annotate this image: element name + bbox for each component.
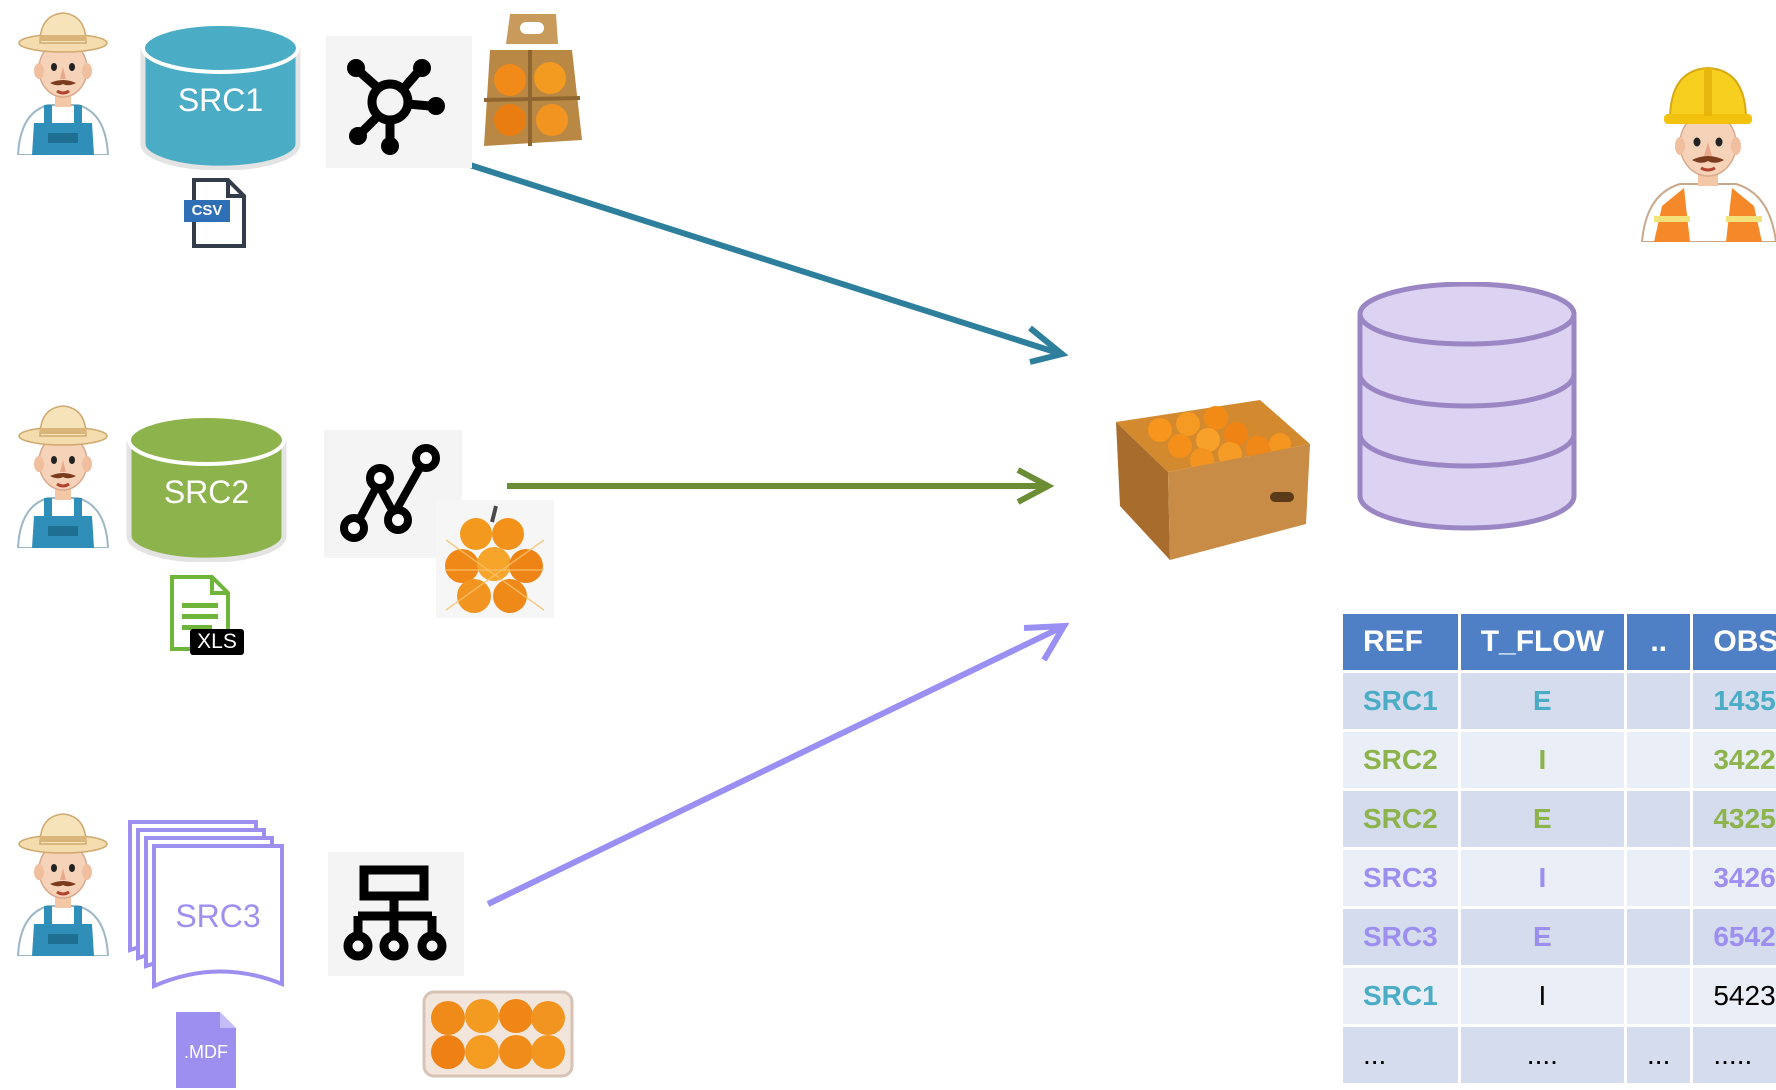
cell-value: 6542: [1693, 909, 1776, 965]
cell-value: 3422: [1693, 732, 1776, 788]
cell-ref: SRC2: [1343, 732, 1458, 788]
src1-database: SRC1: [138, 20, 303, 170]
table-row: SRC2 E 4325: [1343, 791, 1776, 847]
network-icon: [347, 59, 445, 155]
table-row: SRC3 E 6542: [1343, 909, 1776, 965]
cell-dots: [1627, 850, 1691, 906]
cell-dots: ...: [1627, 1027, 1691, 1083]
cell-dots: [1627, 732, 1691, 788]
header-obs-value: OBS_VA: [1693, 614, 1776, 670]
cell-flow: ....: [1460, 1027, 1625, 1083]
src3-arrow: [486, 622, 1070, 907]
cell-ref: SRC3: [1343, 850, 1458, 906]
observations-table: REF T_FLOW .. OBS_VA SRC1 E 1435 SRC2 I …: [1340, 611, 1776, 1086]
engineer-icon: [1640, 66, 1776, 242]
xls-file-icon: XLS: [168, 573, 244, 655]
cell-ref: SRC1: [1343, 673, 1458, 729]
src2-label: SRC2: [163, 474, 250, 510]
cell-flow: E: [1460, 673, 1625, 729]
src2-database: SRC2: [124, 412, 289, 562]
table-row: SRC1 I 5423: [1343, 968, 1776, 1024]
database-icon: [126, 414, 287, 562]
orange-tray-icon: [422, 990, 574, 1078]
table-row: SRC2 I 3422: [1343, 732, 1776, 788]
src3-label: SRC3: [175, 898, 261, 934]
table-row: ... .... ... .....: [1343, 1027, 1776, 1083]
cell-ref: SRC2: [1343, 791, 1458, 847]
orange-net-bag-icon: [436, 500, 554, 618]
graph-icon: [340, 444, 440, 542]
xls-badge: XLS: [197, 630, 237, 653]
src3-documents: SRC3: [126, 818, 286, 990]
cell-flow: I: [1460, 732, 1625, 788]
src1-arrow: [469, 162, 1069, 365]
cell-value: .....: [1693, 1027, 1776, 1083]
src1-label: SRC1: [177, 82, 264, 118]
farmer-icon: [16, 404, 110, 548]
table-row: SRC3 I 3426: [1343, 850, 1776, 906]
mdf-badge: .MDF: [184, 1042, 228, 1062]
cell-ref: SRC1: [1343, 968, 1458, 1024]
database-icon: [140, 22, 301, 170]
header-dots: ..: [1627, 614, 1691, 670]
cell-value: 3426: [1693, 850, 1776, 906]
orange-carrier-icon: [483, 14, 582, 146]
database-icon: [1357, 282, 1577, 531]
cell-flow: E: [1460, 791, 1625, 847]
csv-file-icon: CSV: [182, 176, 254, 250]
cell-flow: E: [1460, 909, 1625, 965]
cell-value: 4325: [1693, 791, 1776, 847]
table-header-row: REF T_FLOW .. OBS_VA: [1343, 614, 1776, 670]
orange-box-icon: [1116, 400, 1310, 560]
cell-flow: I: [1460, 850, 1625, 906]
cell-value: 5423: [1693, 968, 1776, 1024]
header-t-flow: T_FLOW: [1460, 614, 1625, 670]
cell-dots: [1627, 791, 1691, 847]
cell-flow: I: [1460, 968, 1625, 1024]
network-icon-box: [326, 36, 472, 168]
table-row: SRC1 E 1435: [1343, 673, 1776, 729]
src2-arrow: [507, 467, 1055, 505]
cell-ref: SRC3: [1343, 909, 1458, 965]
cell-value: 1435: [1693, 673, 1776, 729]
cell-dots: [1627, 968, 1691, 1024]
mdf-file-icon: .MDF: [176, 1012, 236, 1088]
header-ref: REF: [1343, 614, 1458, 670]
hierarchy-icon: [343, 865, 447, 961]
cell-dots: [1627, 673, 1691, 729]
cell-ref: ...: [1343, 1027, 1458, 1083]
farmer-icon: [16, 812, 110, 956]
cell-dots: [1627, 909, 1691, 965]
csv-badge: CSV: [191, 202, 223, 219]
farmer-icon: [16, 11, 110, 155]
document-stack-icon: [128, 820, 284, 990]
hierarchy-icon-box: [328, 852, 464, 976]
